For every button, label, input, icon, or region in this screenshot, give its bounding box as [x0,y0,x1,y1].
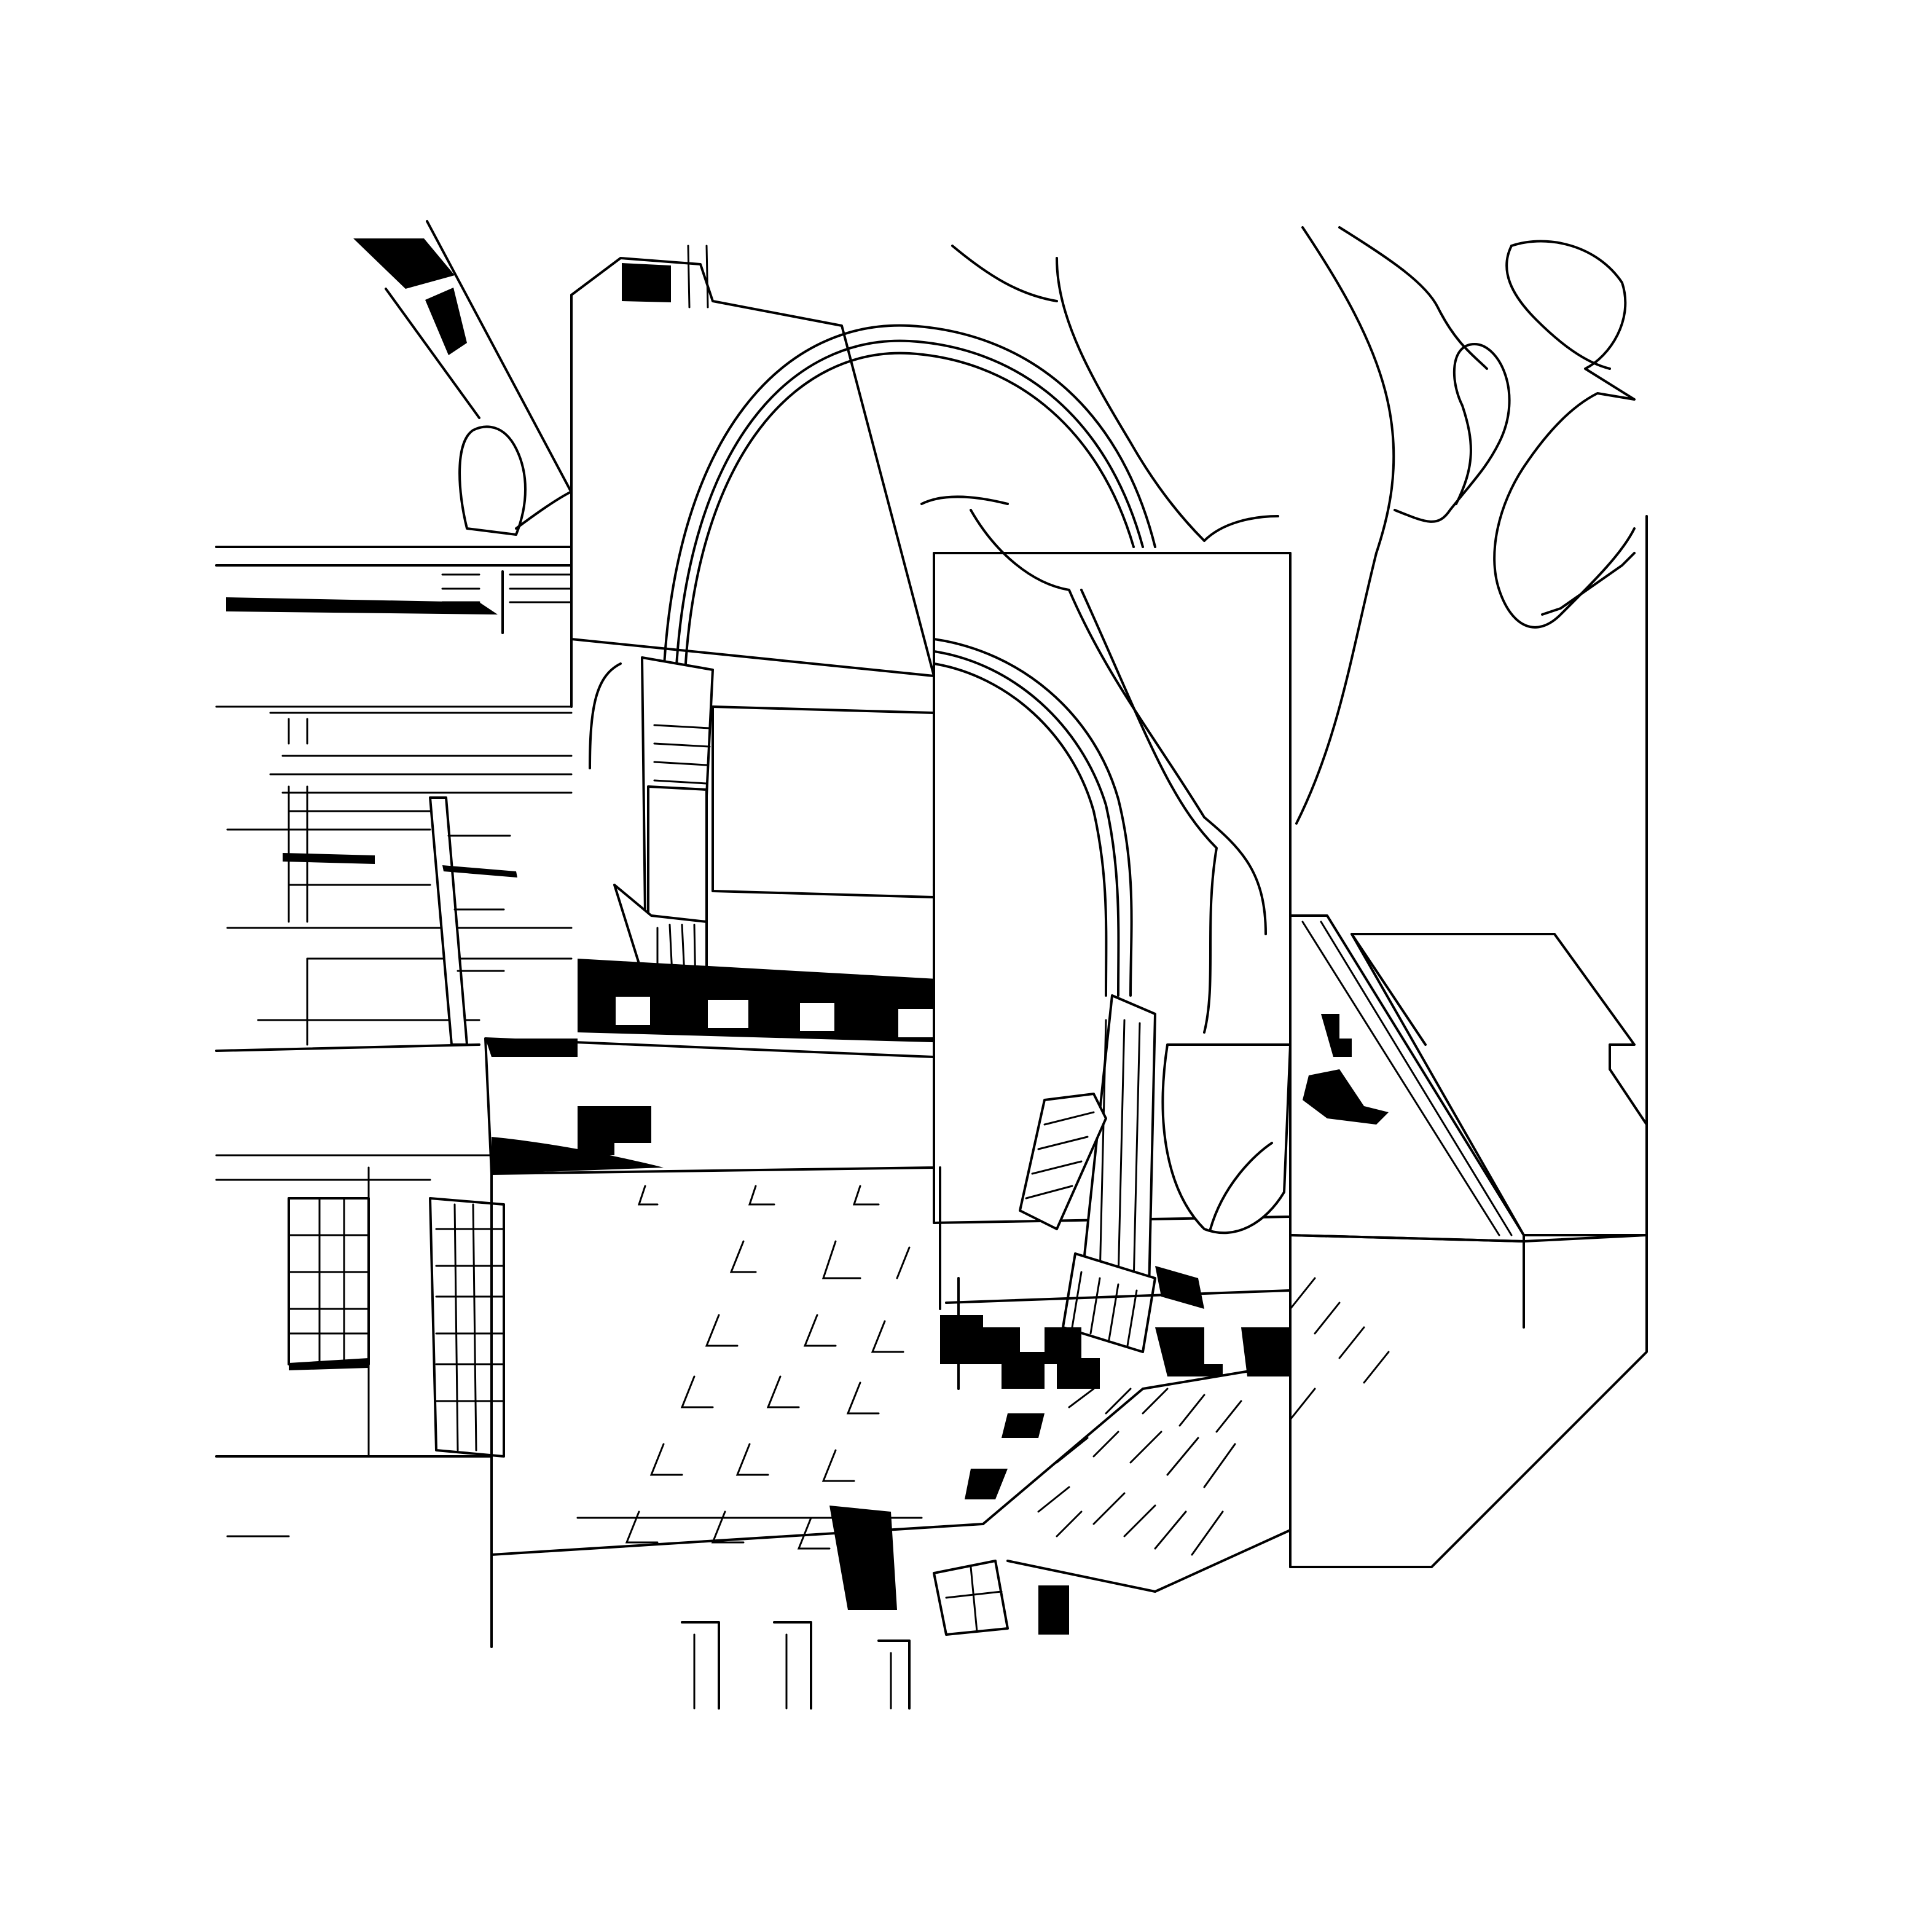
right-ribbon [933,638,1156,1353]
arch-ribbon [589,324,1156,991]
right-building [1289,515,1648,1568]
left-facade [215,546,573,1052]
center-right-blocks [940,1266,1292,1635]
center-lower-facade [490,1185,1009,1710]
hand-top-right [951,226,1636,825]
hand-panel [920,495,1292,1310]
pencil-left [353,220,579,536]
center-panel [570,245,935,708]
left-lower-facade [215,1142,505,1648]
